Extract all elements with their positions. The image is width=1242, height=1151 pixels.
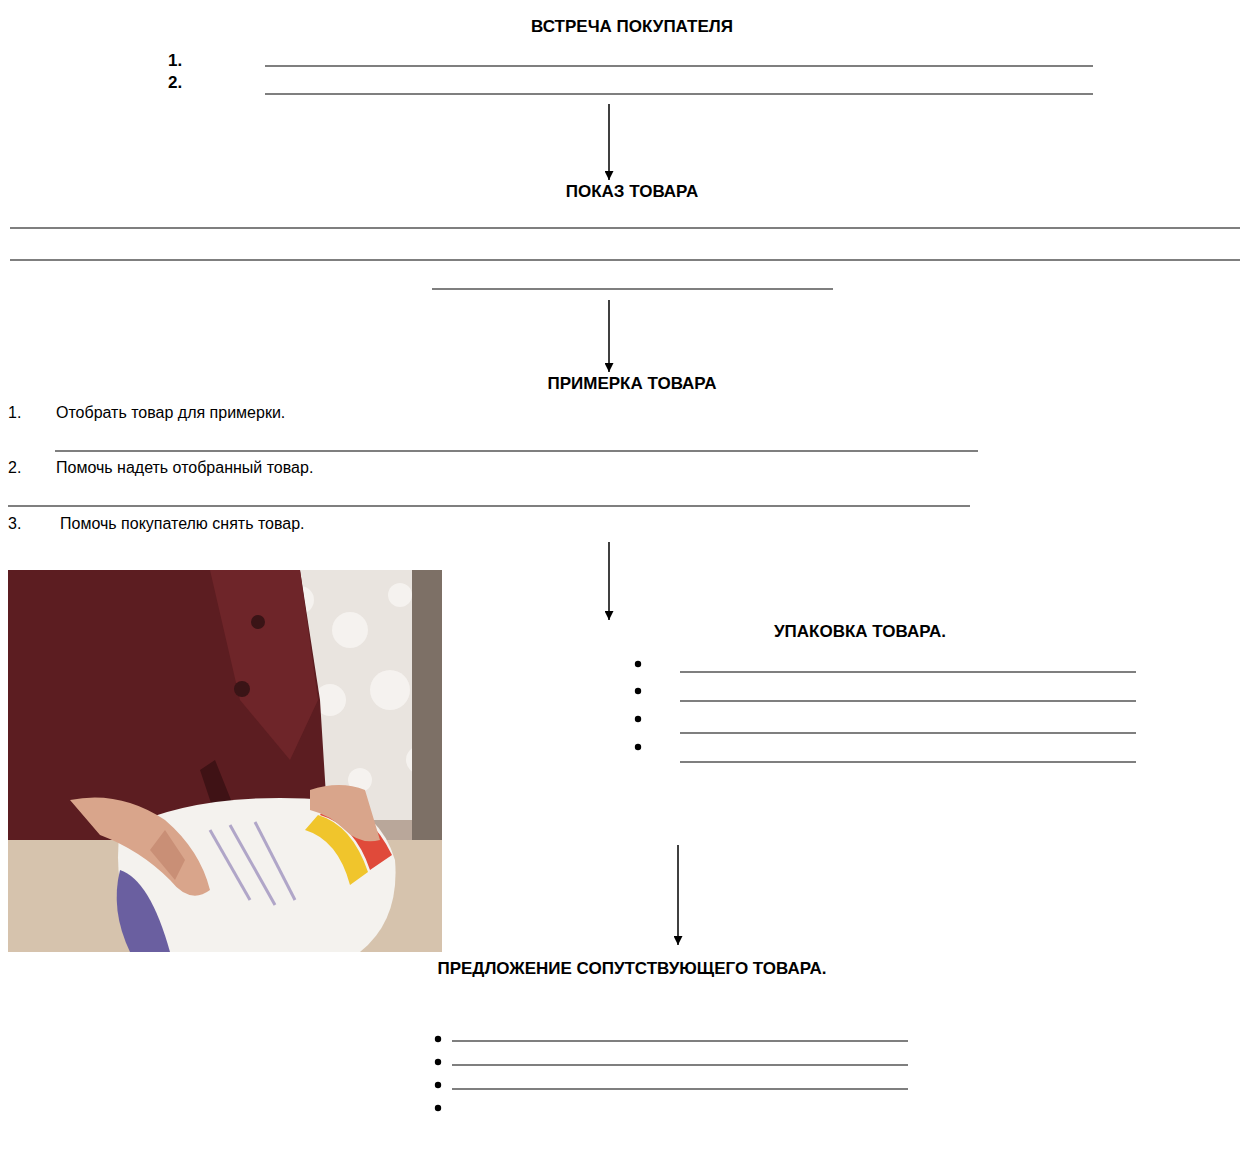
blank-lines [8, 66, 1240, 1089]
flow-step: ПОКАЗ ТОВАРА [10, 180, 1240, 300]
item-number: 1. [168, 51, 182, 71]
step-heading: УПАКОВКА ТОВАРА. [774, 622, 946, 642]
flow-step: ПРЕДЛОЖЕНИЕ СОПУТСТВУЮЩЕГО ТОВАРА. [340, 945, 940, 1115]
flow-step: ВСТРЕЧА ПОКУПАТЕЛЯ 1.2. [160, 12, 1105, 104]
flow-arrow [608, 104, 610, 180]
flow-arrow [677, 845, 679, 945]
step-action: Отобрать товар для примерки. [56, 403, 285, 423]
step-action: Помочь покупателю снять товар. [60, 514, 305, 534]
bullet-marks [435, 661, 641, 1111]
step-heading: ПОКАЗ ТОВАРА [566, 182, 698, 202]
step-heading: ПРЕДЛОЖЕНИЕ СОПУТСТВУЮЩЕГО ТОВАРА. [437, 959, 826, 979]
flow-arrow [608, 300, 610, 372]
step-action: Помочь надеть отобранный товар. [56, 458, 313, 478]
step-heading: ПРИМЕРКА ТОВАРА [547, 374, 716, 394]
item-number: 2. [8, 458, 21, 478]
step-heading: ВСТРЕЧА ПОКУПАТЕЛЯ [531, 17, 733, 37]
flow-step: ПРИМЕРКА ТОВАРА 1. Отобрать товар для прим… [0, 372, 1000, 542]
item-number: 1. [8, 403, 21, 423]
flow-arrow [608, 542, 610, 620]
flow-step: УПАКОВКА ТОВАРА. [600, 620, 1150, 845]
item-number: 3. [8, 514, 21, 534]
packing-photo [8, 570, 442, 952]
item-number: 2. [168, 73, 182, 93]
